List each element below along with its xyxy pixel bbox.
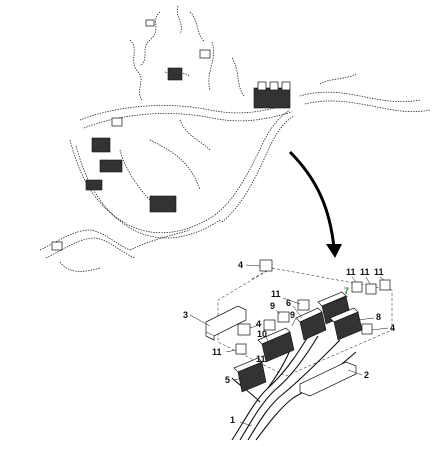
callout-4-top: 4 <box>238 260 243 270</box>
callout-2: 2 <box>364 370 369 380</box>
detail-assembly <box>205 259 393 441</box>
callout-leaders <box>189 264 389 427</box>
zoom-arrow <box>288 150 342 258</box>
overview-harness <box>39 5 431 272</box>
callout-9-left: 9 <box>270 301 275 311</box>
callout-4-left: 4 <box>256 319 261 329</box>
callout-4-right: 4 <box>390 323 395 333</box>
callout-5: 5 <box>225 375 230 385</box>
callout-11-r2: 11 <box>360 267 370 277</box>
callout-10: 10 <box>257 329 267 339</box>
callout-11-left: 11 <box>212 347 222 357</box>
callout-11-r3: 11 <box>374 267 384 277</box>
callout-7: 7 <box>344 286 349 296</box>
callout-11-center: 11 <box>256 354 266 364</box>
callout-3: 3 <box>183 310 188 320</box>
callout-11-r1: 11 <box>346 267 356 277</box>
callout-labels: 1 2 3 4 4 4 5 6 7 8 9 9 10 11 11 11 11 1… <box>183 260 395 425</box>
callout-8: 8 <box>376 312 381 322</box>
callout-11-mid: 11 <box>271 289 281 299</box>
callout-6: 6 <box>286 298 291 308</box>
callout-1: 1 <box>230 415 235 425</box>
callout-9-right: 9 <box>290 310 295 320</box>
